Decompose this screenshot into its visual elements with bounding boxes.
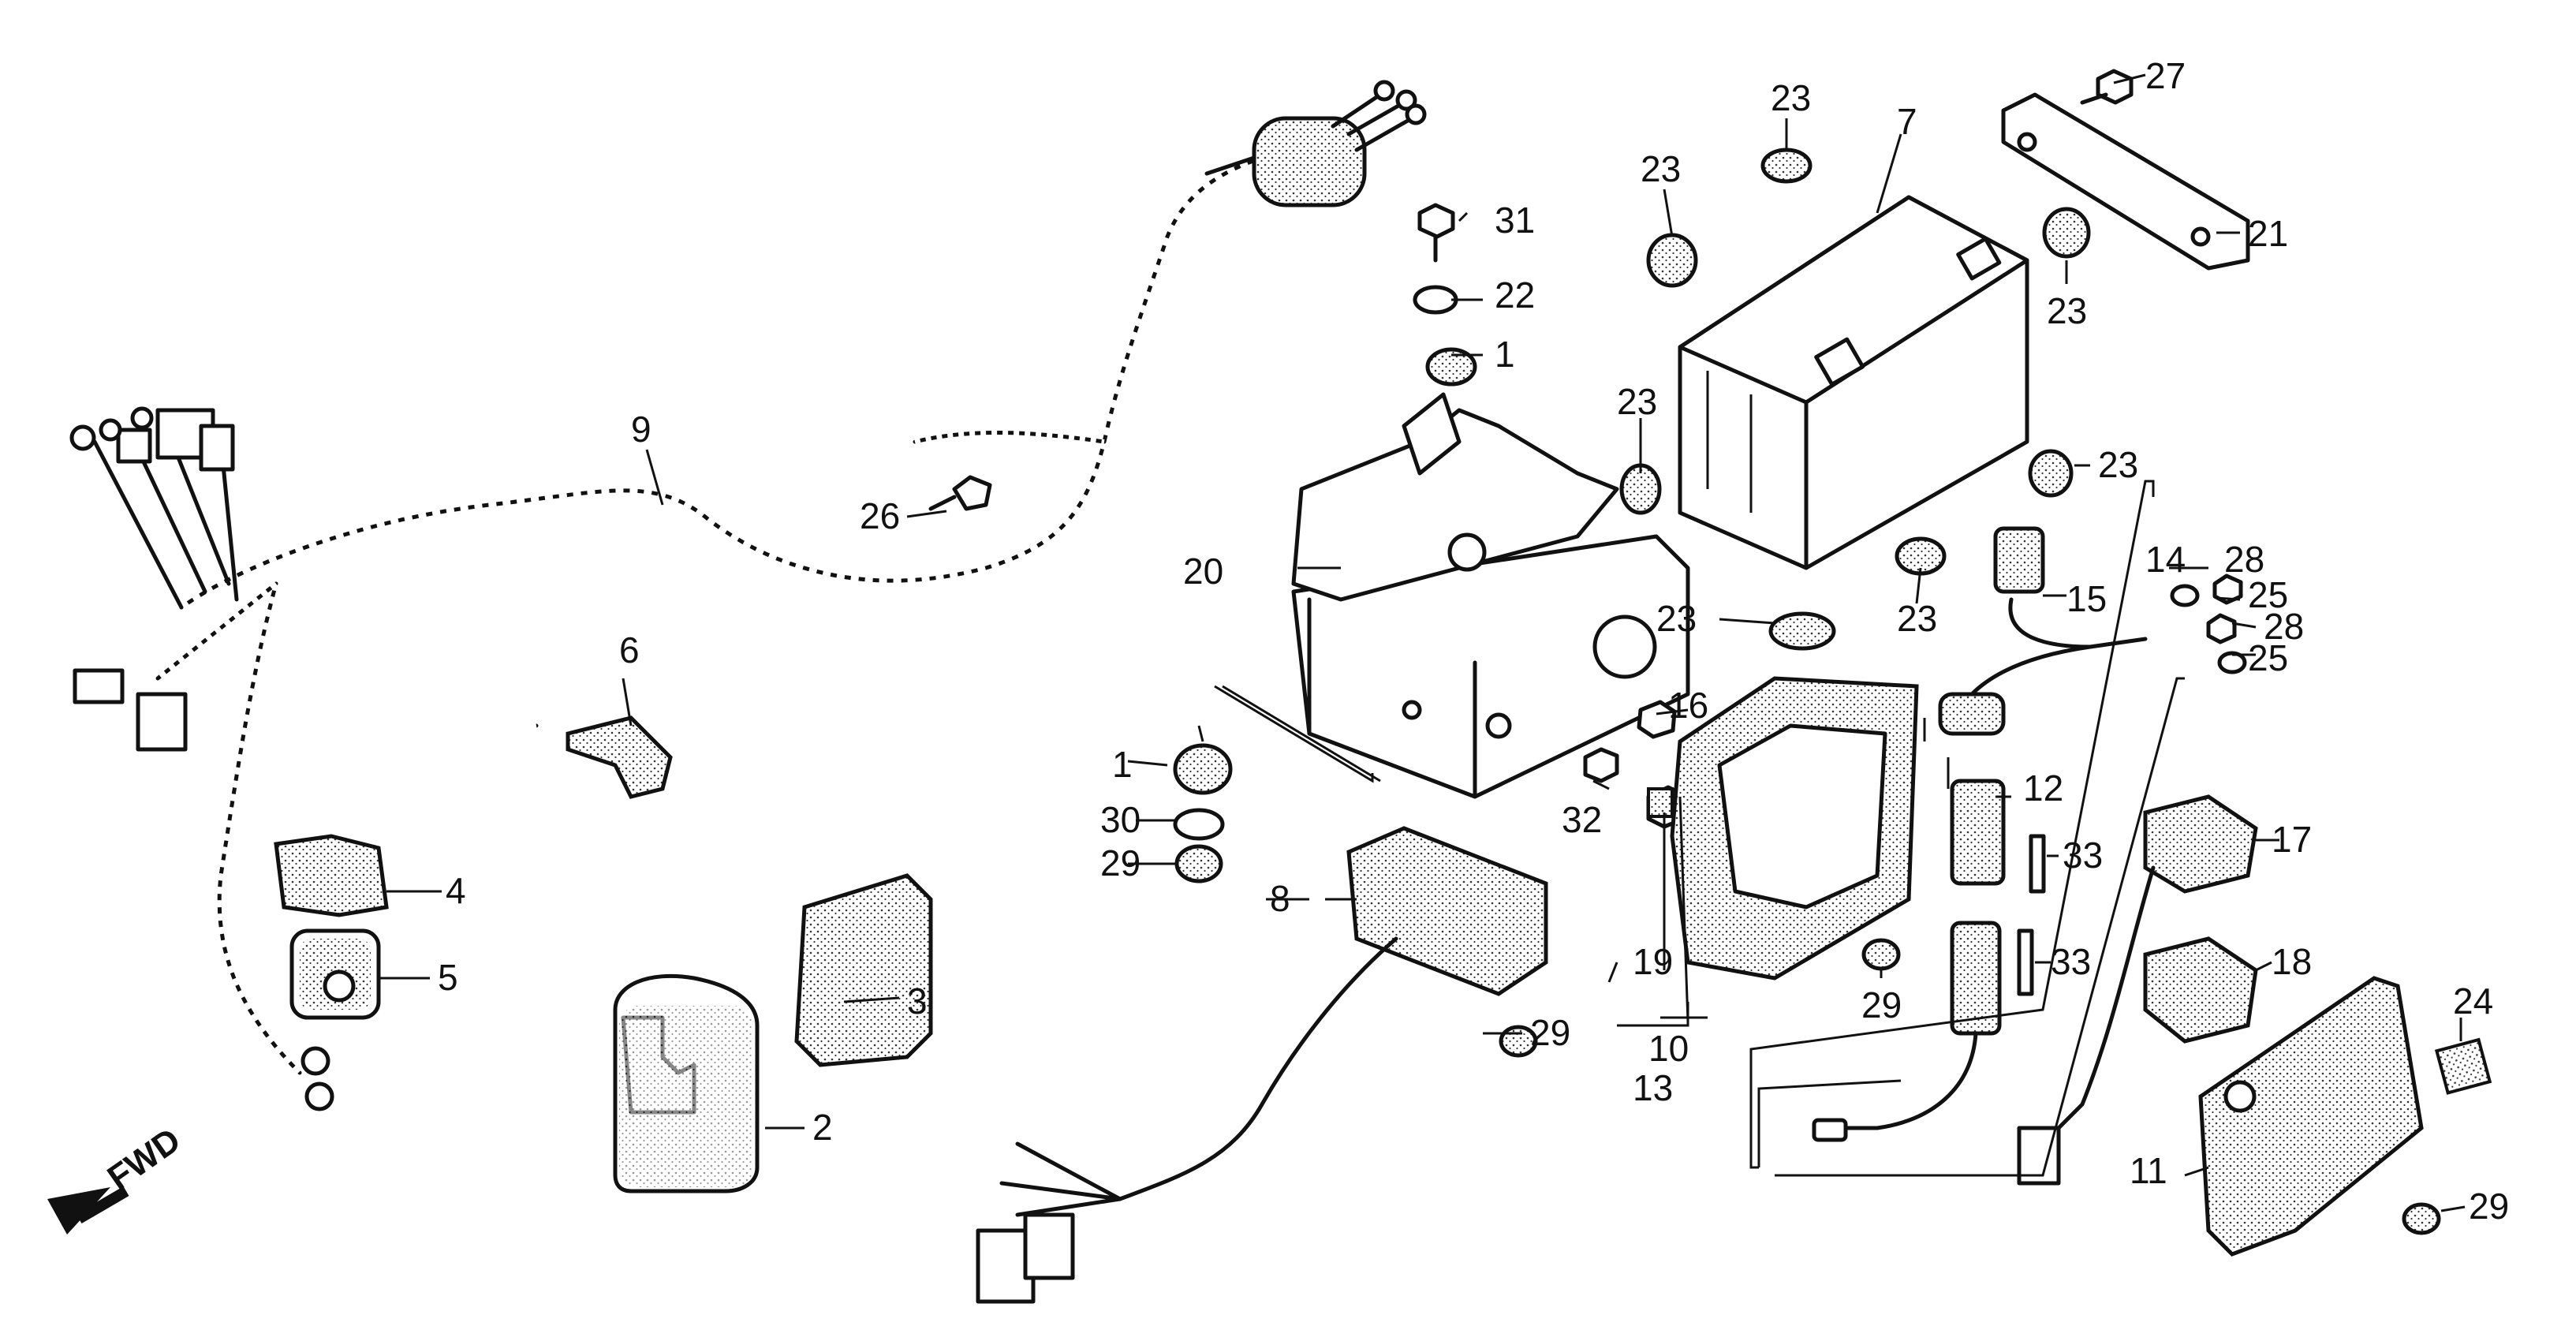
small-hardware	[1173, 69, 2441, 1235]
callout-8: 8	[1270, 878, 1290, 919]
callout-labels: 23 7 23 27 21 23 31 22 1 23 23 9 26 20 1…	[438, 55, 2509, 1227]
battery-bracket	[2001, 92, 2250, 271]
callout-7: 7	[1897, 101, 1917, 142]
wire-harness	[69, 80, 1427, 1111]
callout-28: 28	[2224, 539, 2264, 580]
callout-6: 6	[619, 629, 640, 670]
callout-1: 1	[1112, 744, 1133, 785]
callout-17: 17	[2272, 819, 2312, 860]
callout-25: 25	[2248, 574, 2288, 615]
callout-19: 19	[1633, 941, 1673, 982]
callout-29: 29	[1530, 1012, 1570, 1053]
regulator-rectifier	[976, 826, 1548, 1304]
callout-1: 1	[1495, 334, 1515, 375]
callout-4: 4	[446, 870, 466, 911]
callout-29: 29	[1861, 984, 1902, 1025]
callout-3: 3	[907, 981, 928, 1022]
fwd-label: FWD	[101, 1121, 188, 1198]
callout-23: 23	[1897, 598, 1937, 639]
callout-14: 14	[2145, 539, 2186, 580]
starter-relay-cable	[1938, 526, 2148, 736]
callout-18: 18	[2272, 941, 2312, 982]
callout-23: 23	[1641, 148, 1681, 189]
forward-arrow: FWD	[47, 1121, 188, 1235]
callout-32: 32	[1562, 799, 1602, 840]
callout-26: 26	[860, 495, 900, 536]
callout-33: 33	[2051, 941, 2091, 982]
callout-29: 29	[2469, 1186, 2509, 1227]
spark-plug-cap	[566, 715, 673, 799]
callout-13: 13	[1633, 1067, 1673, 1108]
cover-2	[613, 973, 760, 1193]
callout-10: 10	[1648, 1028, 1689, 1069]
callout-20: 20	[1183, 551, 1223, 592]
callout-24: 24	[2453, 981, 2493, 1022]
callout-2: 2	[812, 1107, 833, 1148]
callout-22: 22	[1495, 275, 1535, 316]
callout-25: 25	[2248, 637, 2288, 678]
callout-15: 15	[2066, 578, 2107, 619]
callout-5: 5	[438, 957, 458, 998]
callout-23: 23	[1656, 598, 1697, 639]
callout-11: 11	[2130, 1150, 2167, 1191]
callout-9: 9	[631, 409, 651, 450]
callout-23: 23	[2047, 290, 2087, 331]
callout-29: 29	[1100, 842, 1141, 883]
cover-3	[794, 873, 933, 1067]
leader-lines	[379, 73, 2466, 1212]
battery	[1678, 195, 2029, 570]
grouping-lines	[1214, 480, 2185, 1177]
fuse-holders	[1812, 779, 2046, 1142]
callout-33: 33	[2063, 835, 2103, 876]
starter-relay	[2017, 794, 2258, 1186]
callout-16: 16	[1668, 685, 1708, 726]
callout-23: 23	[1617, 381, 1657, 422]
callout-28: 28	[2264, 606, 2304, 647]
callout-21: 21	[2248, 213, 2288, 254]
callout-27: 27	[2145, 55, 2186, 96]
side-cover	[2198, 976, 2492, 1257]
ignition-coil-assembly	[274, 721, 539, 1020]
callout-30: 30	[1100, 799, 1141, 840]
callout-23: 23	[2098, 444, 2138, 485]
callout-31: 31	[1495, 200, 1535, 241]
battery-box	[1291, 392, 1690, 799]
fuse-box	[1647, 676, 1919, 981]
callout-23: 23	[1771, 77, 1811, 118]
callout-12: 12	[2023, 768, 2063, 809]
